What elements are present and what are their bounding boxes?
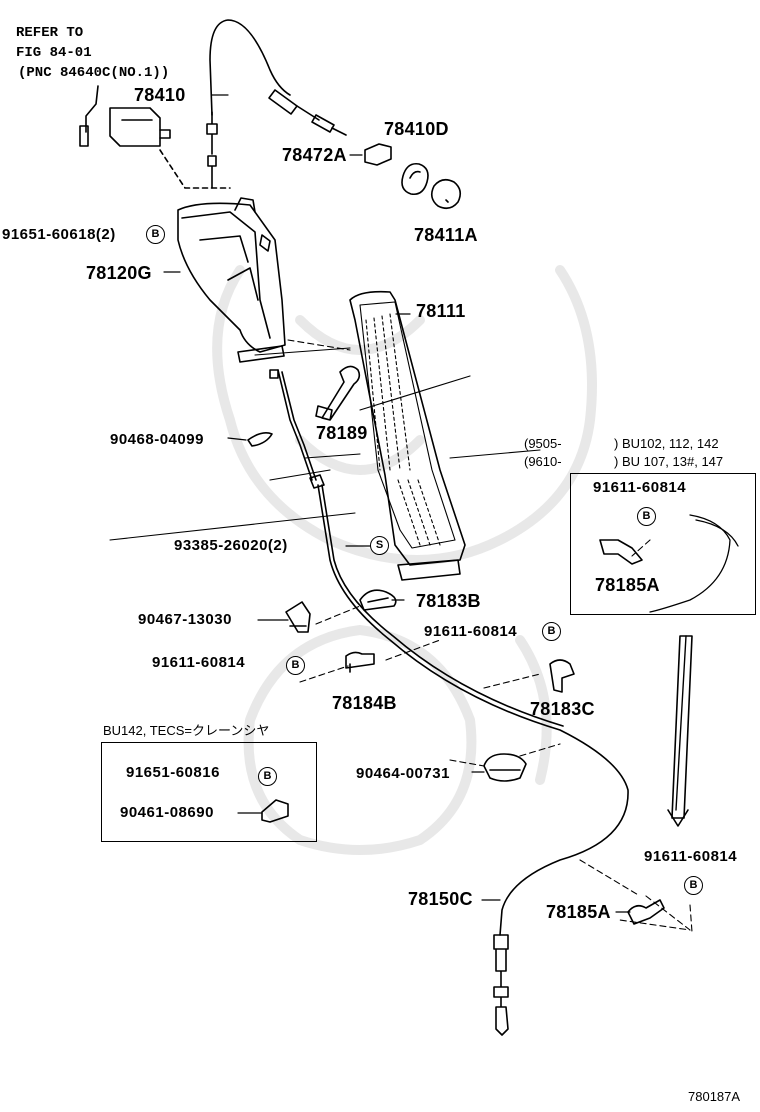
label-91611-60814-left: 91611-60814 bbox=[152, 654, 246, 671]
label-78189: 78189 bbox=[316, 423, 368, 443]
label-78120g: 78120G bbox=[86, 263, 152, 283]
switch-connector bbox=[79, 85, 99, 147]
label-78150c: 78150C bbox=[408, 889, 473, 909]
label-78184b: 78184B bbox=[332, 693, 397, 713]
mark-b-icon: B bbox=[286, 656, 305, 675]
mark-b-icon: B bbox=[684, 876, 703, 895]
variant-box: 91651-60816 B 90461-08690 bbox=[101, 742, 317, 842]
mark-b-icon: B bbox=[637, 507, 656, 526]
label-78185a-inset: 78185A bbox=[595, 575, 660, 595]
applicability-models-2: ) BU 107, 13#, 147 bbox=[614, 454, 724, 469]
watermark bbox=[212, 265, 597, 855]
inset-arrow bbox=[675, 635, 687, 811]
applicability-models-1: ) BU102, 112, 142 bbox=[614, 436, 719, 451]
label-90468-04099: 90468-04099 bbox=[110, 431, 204, 448]
refer-note-line3: (PNC 84640C(NO.1)) bbox=[18, 65, 170, 81]
left-box-title: BU142, TECS=クレーンシヤ bbox=[103, 723, 270, 738]
label-91651-60816: 91651-60816 bbox=[126, 764, 220, 781]
label-91651-60618: 91651-60618(2) bbox=[2, 226, 116, 243]
pedal-bracket bbox=[177, 197, 286, 379]
throttle-cable-upper bbox=[209, 19, 291, 116]
refer-note-line1: REFER TO bbox=[16, 25, 84, 41]
mark-s-icon: S bbox=[370, 536, 389, 555]
label-78183c: 78183C bbox=[530, 699, 595, 719]
label-91611-60814-bottom: 91611-60814 bbox=[644, 848, 738, 865]
label-93385-26020: 93385-26020(2) bbox=[174, 537, 288, 554]
figure-code: 780187A bbox=[688, 1089, 741, 1104]
label-78185a-bottom: 78185A bbox=[546, 902, 611, 922]
label-90467-13030: 90467-13030 bbox=[138, 611, 232, 628]
refer-note-line2: FIG 84-01 bbox=[16, 45, 92, 61]
pedal-rod bbox=[277, 369, 317, 481]
label-78472a: 78472A bbox=[282, 145, 347, 165]
applicability-date-2: (9610- bbox=[524, 454, 562, 469]
label-91611-60814-inset: 91611-60814 bbox=[593, 479, 687, 496]
label-78410: 78410 bbox=[134, 85, 186, 105]
inset-box: 91611-60814 B 78185A bbox=[570, 473, 756, 615]
applicability-date-1: (9505- bbox=[524, 436, 562, 451]
accelerator-pedal bbox=[349, 290, 466, 581]
mark-b-icon: B bbox=[258, 767, 277, 786]
label-78410d: 78410D bbox=[384, 119, 449, 139]
label-91611-60814-mid: 91611-60814 bbox=[424, 623, 518, 640]
mark-b-icon: B bbox=[542, 622, 561, 641]
label-78183b: 78183B bbox=[416, 591, 481, 611]
label-78111: 78111 bbox=[416, 301, 466, 321]
label-78411a: 78411A bbox=[414, 225, 478, 245]
label-90464-00731: 90464-00731 bbox=[356, 765, 450, 782]
mark-b-icon: B bbox=[146, 225, 165, 244]
label-90461-08690: 90461-08690 bbox=[120, 804, 214, 821]
throttle-cable-main bbox=[317, 484, 629, 936]
